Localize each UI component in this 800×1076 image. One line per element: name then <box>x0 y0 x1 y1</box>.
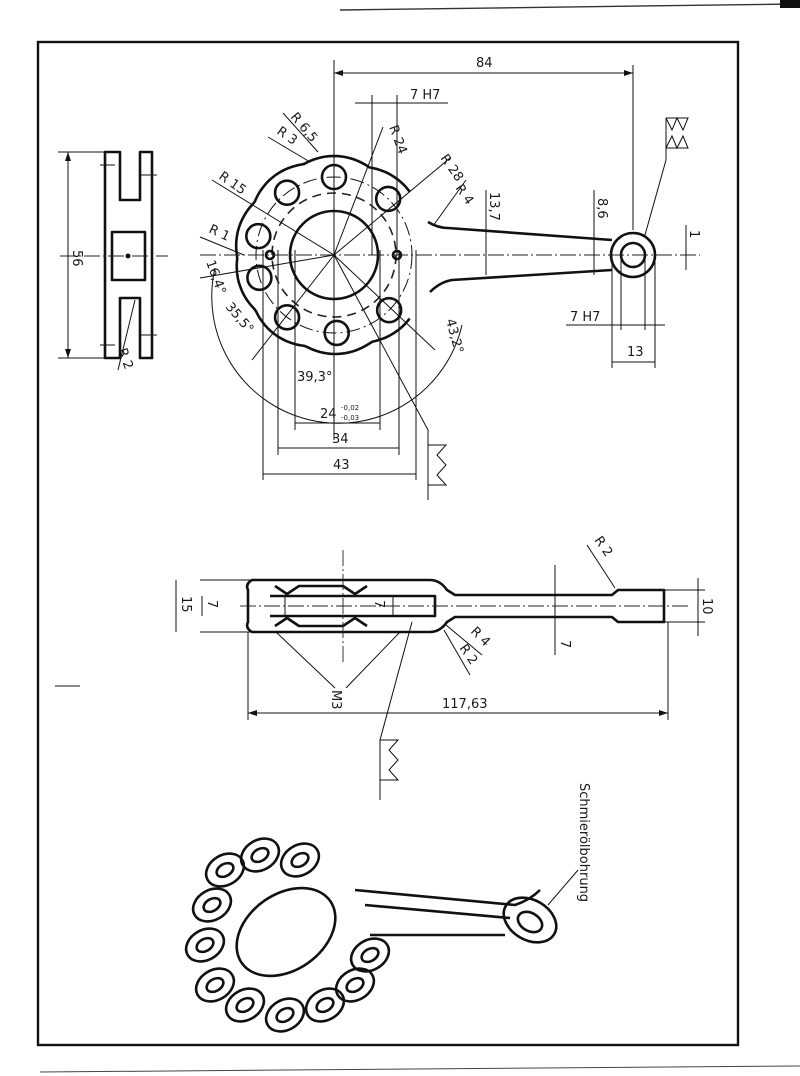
side-view: 15 7 7 7 10 R 2 R 4 R 2 M3 117,63 <box>175 534 714 800</box>
left-view: 56 R 2 <box>58 150 168 372</box>
iso-lobe <box>191 887 233 923</box>
dim-7h7-eye-label: 7 H7 <box>570 310 600 325</box>
bolt-hole <box>375 296 403 324</box>
r24-label: R 24 <box>385 123 409 156</box>
r28-label: R 28 <box>437 152 466 185</box>
iso-lobe <box>224 987 266 1023</box>
bolt-hole <box>273 303 301 331</box>
iso-bolt-hole <box>360 946 380 964</box>
isometric-view: Schmierölbohrung <box>184 783 591 1033</box>
dim-84-label: 84 <box>476 56 493 71</box>
dim-10-label: 10 <box>699 598 714 615</box>
iso-bolt-hole <box>235 996 255 1014</box>
iso-lobe <box>264 997 306 1033</box>
iso-lobe <box>279 842 321 878</box>
dim-7-arm-label: 7 <box>557 640 572 648</box>
scan-top-edge <box>339 3 796 11</box>
dim-1-label: 1 <box>686 230 701 238</box>
iso-lobe <box>304 987 346 1023</box>
dim-7-inner-label: 7 <box>204 600 219 608</box>
dim-8-6-label: 8,6 <box>594 198 609 219</box>
bolt-hole <box>323 319 351 347</box>
dim-7h7-top-label: 7 H7 <box>410 88 440 103</box>
top-view: 84 7 H7 R 6,5 R 3 R 24 R 28 R 4 R 15 R 1… <box>199 56 701 500</box>
iso-lobe <box>349 937 391 973</box>
oil-hole-callout: Schmierölbohrung <box>576 783 591 902</box>
angle-16-4-label: 16,4° <box>202 258 228 296</box>
dim-34-label: 34 <box>332 432 349 447</box>
bolt-hole <box>245 222 272 250</box>
r2-label: R 2 <box>114 346 135 371</box>
tol-lower-label: -0,03 <box>341 414 359 422</box>
iso-bolt-hole <box>290 851 310 869</box>
dim-13-7-label: 13,7 <box>486 192 501 221</box>
r4-label: R 4 <box>452 182 477 208</box>
scan-mark <box>780 0 800 8</box>
dim-117-63-label: 117,63 <box>442 697 488 712</box>
r15-label: R 15 <box>216 169 249 198</box>
iso-bolt-hole <box>275 1006 295 1024</box>
r2-bottom-label: R 2 <box>456 642 481 668</box>
scan-bottom-edge <box>39 1065 800 1073</box>
dim-43-label: 43 <box>333 458 350 473</box>
dim-24-label: 24 <box>320 407 337 422</box>
iso-bolt-hole <box>202 896 222 914</box>
iso-bolt-hole <box>345 976 365 994</box>
iso-bolt-hole <box>205 976 225 994</box>
bolt-hole <box>246 264 273 292</box>
thread-m3-label: M3 <box>328 690 343 710</box>
dim-56-label: 56 <box>69 250 84 267</box>
dim-15-label: 15 <box>178 596 193 613</box>
dim-7-mid-label: 7 <box>371 600 386 608</box>
iso-lobe <box>184 927 226 963</box>
dim-13-label: 13 <box>627 345 644 360</box>
bolt-hole <box>273 179 301 207</box>
angle-43-2-label: 43,2° <box>442 317 466 355</box>
iso-lobe <box>239 837 281 873</box>
iso-lobe <box>194 967 236 1003</box>
bolt-hole <box>374 185 402 213</box>
iso-bolt-hole <box>315 996 335 1014</box>
drawing-frame <box>36 40 740 1047</box>
iso-bolt-hole <box>215 861 235 879</box>
tol-upper-label: -0,02 <box>341 404 359 412</box>
iso-lobe <box>334 967 376 1003</box>
iso-bolt-hole <box>250 846 270 864</box>
iso-bolt-hole <box>195 936 215 954</box>
angle-39-3-label: 39,3° <box>297 370 332 385</box>
